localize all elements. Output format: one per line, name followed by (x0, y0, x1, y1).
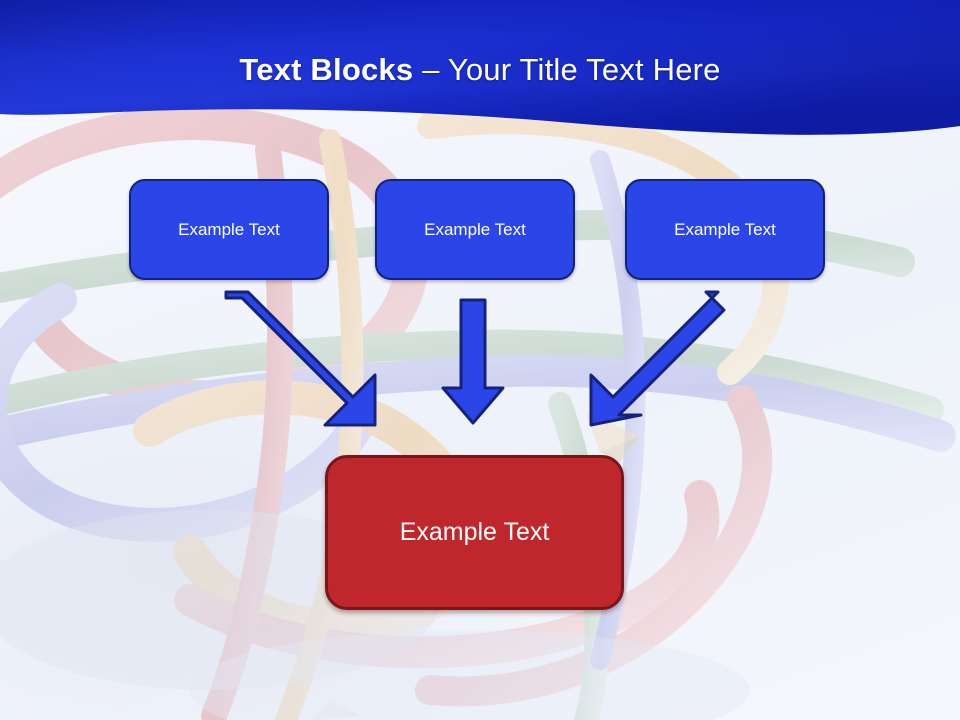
arrow-down-left (589, 290, 726, 427)
arrow-down-right (224, 290, 377, 427)
text-block-3[interactable]: Example Text (625, 179, 825, 280)
text-block-result-label: Example Text (399, 518, 550, 546)
text-block-3-label: Example Text (674, 219, 776, 239)
page-title-rest: – Your Title Text Here (413, 52, 721, 87)
text-block-2[interactable]: Example Text (375, 179, 575, 280)
text-block-result[interactable]: Example Text (325, 455, 624, 610)
text-block-2-label: Example Text (424, 219, 526, 239)
page-title-bold: Text Blocks (239, 52, 414, 87)
text-block-1[interactable]: Example Text (129, 179, 329, 280)
title-banner: Text Blocks – Your Title Text Here (0, 0, 960, 140)
arrow-down (441, 298, 505, 425)
text-block-1-label: Example Text (178, 219, 280, 239)
page-title: Text Blocks – Your Title Text Here (0, 50, 960, 90)
